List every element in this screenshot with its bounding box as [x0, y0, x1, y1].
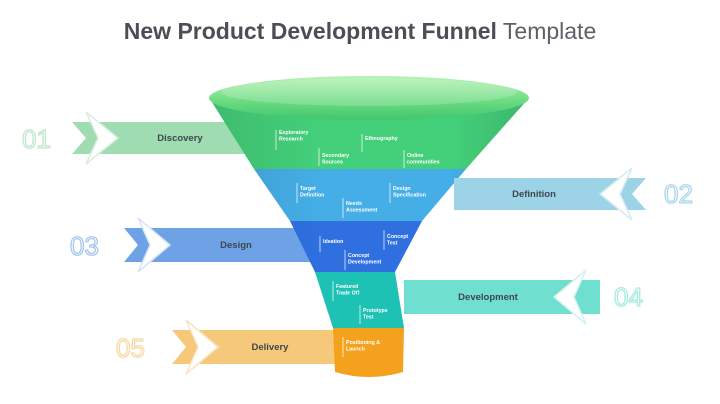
stage-3-label: Design — [220, 240, 252, 251]
stage-2-chevron — [598, 167, 633, 221]
page-title: New Product Development Funnel Template — [0, 18, 720, 45]
title-bold: New Product Development Funnel — [123, 18, 497, 44]
stage-1-label: Discovery — [157, 133, 203, 144]
funnel-rim — [209, 76, 529, 120]
stage-4-label: Development — [458, 292, 518, 303]
stage-5-number: 05 — [116, 333, 145, 363]
stage-2-label: Definition — [512, 189, 556, 200]
note-ideation: Ideation — [323, 239, 343, 245]
stage-2-number: 02 — [664, 179, 693, 209]
stage-3-number: 03 — [70, 231, 99, 261]
stage-2-arrow — [454, 178, 646, 210]
stage-4: Development 04 — [404, 269, 644, 325]
title-light: Template — [502, 18, 597, 44]
note-ethnography: Ethnography — [365, 136, 398, 142]
stage-5-arrow — [172, 330, 348, 364]
stage-4-number: 04 — [614, 282, 643, 312]
stage-1-chevron — [85, 111, 120, 165]
stage-1-arrow — [72, 122, 262, 154]
stage-4-chevron — [552, 269, 587, 325]
stage-3-arrow — [124, 228, 320, 262]
stage-5-label: Delivery — [252, 342, 290, 353]
stage-5-chevron — [185, 319, 220, 375]
funnel-notes-level-5: Positioning &Launch — [342, 337, 380, 357]
stage-2: Definition 02 — [454, 167, 694, 221]
funnel-rim-highlight — [221, 78, 517, 106]
stage-1-number: 01 — [22, 124, 51, 154]
funnel-shading — [210, 99, 528, 377]
stage-4-arrow — [404, 280, 600, 314]
stage-3-chevron — [137, 217, 172, 273]
stage-5: Delivery 05 — [115, 319, 348, 375]
stage-1: Discovery 01 — [21, 111, 262, 165]
note-positioning-launch: Positioning &Launch — [346, 340, 380, 353]
stage-3: Design 03 — [69, 217, 320, 273]
